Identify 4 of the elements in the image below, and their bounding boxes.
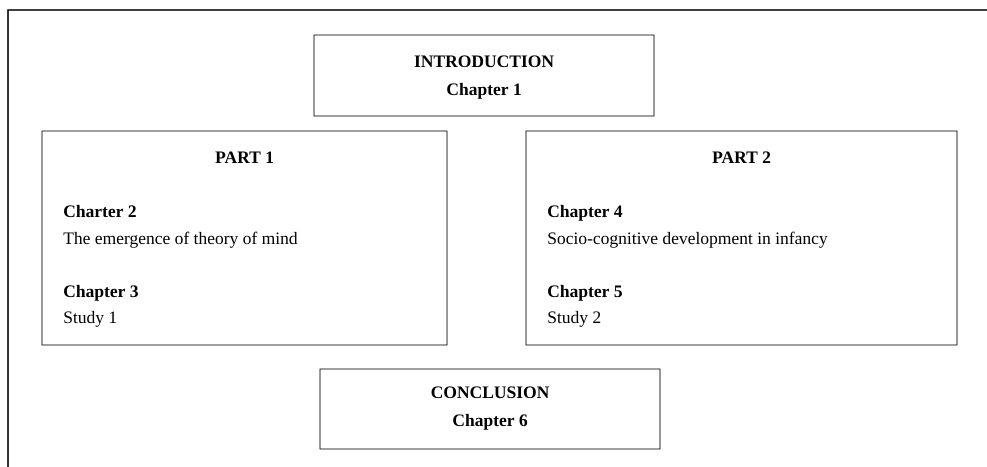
text-box: CONCLUSION Chapter 6 bbox=[320, 368, 660, 450]
text-box: INTRODUCTION Chapter 1 bbox=[314, 34, 654, 116]
text-box: PART 1 Charter 2 The emergence of theory of mind Chapter 3 Study 1 bbox=[42, 130, 448, 346]
text-box: PART 2 Chapter 4 Socio-cognitive development in infancy Chapter 5 Study 2 bbox=[526, 130, 958, 346]
